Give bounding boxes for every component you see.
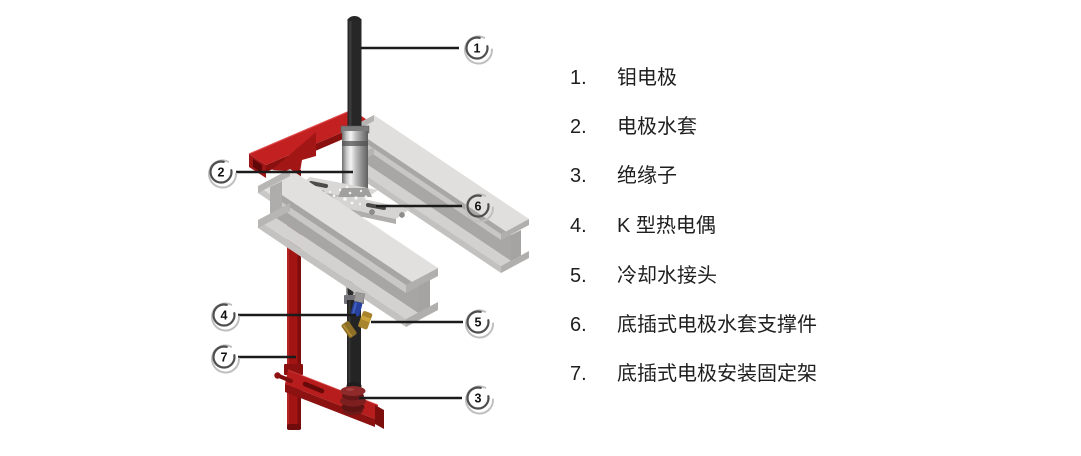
fitting-block [353,291,366,304]
jacket-base-flare [329,185,372,206]
callout-1-number: 1 [474,42,481,56]
thermocouple-fitting [350,301,363,317]
callout-2-number: 2 [218,166,225,180]
callout-6: 6 [464,193,495,223]
cooling-water-connector-right [358,311,373,330]
legend-item-number: 4. [570,215,587,237]
legend-item-6: 6. 底插式电极水套支撑件 [570,312,817,338]
front-i-beam [258,169,438,327]
callout-3: 3 [464,385,495,415]
legend-item-label: 冷却水接头 [617,265,717,287]
legend-item-label: 绝缘子 [617,165,677,187]
legend-item-number: 5. [570,265,587,287]
callout-6-number: 6 [475,200,482,214]
legend-item-2: 2. 电极水套 [570,114,697,140]
legend-item-number: 2. [570,116,587,138]
legend-item-label: 底插式电极安装固定架 [617,363,817,385]
callout-4-number: 4 [221,309,228,323]
callout-5-number: 5 [475,316,482,330]
callout-1: 1 [463,35,494,65]
callout-7-number: 7 [221,351,228,365]
legend-item-3: 3. 绝缘子 [570,163,677,189]
legend-item-label: 钼电极 [617,67,677,89]
callout-5: 5 [464,309,495,339]
insulator [340,386,366,415]
legend-item-4: 4. K 型热电偶 [570,213,716,239]
electrode-rod-top [347,16,362,131]
legend-item-label: K 型热电偶 [617,215,716,237]
callout-7: 7 [210,344,241,374]
rear-i-beam [346,115,529,273]
leader-lines [236,46,463,400]
electrode-water-jacket [340,125,370,192]
callout-4: 4 [210,302,241,332]
legend-item-number: 1. [570,67,587,89]
cooling-fittings [341,291,373,338]
callouts: 1 2 3 4 5 6 7 [207,35,495,415]
electrode-assembly-diagram: 1 2 3 4 5 6 7 [207,16,529,430]
legend-item-number: 6. [570,314,587,336]
legend-item-label: 底插式电极水套支撑件 [617,314,817,336]
legend-item-number: 3. [570,165,587,187]
legend-item-5: 5. 冷却水接头 [570,263,717,289]
legend-item-7: 7. 底插式电极安装固定架 [570,361,817,387]
cooling-water-connector-left [341,321,357,338]
legend-item-1: 1. 钼电极 [570,65,677,91]
legend-item-label: 电极水套 [617,116,697,138]
callout-3-number: 3 [475,392,482,406]
legend-item-number: 7. [570,363,587,385]
callout-2: 2 [207,159,238,189]
